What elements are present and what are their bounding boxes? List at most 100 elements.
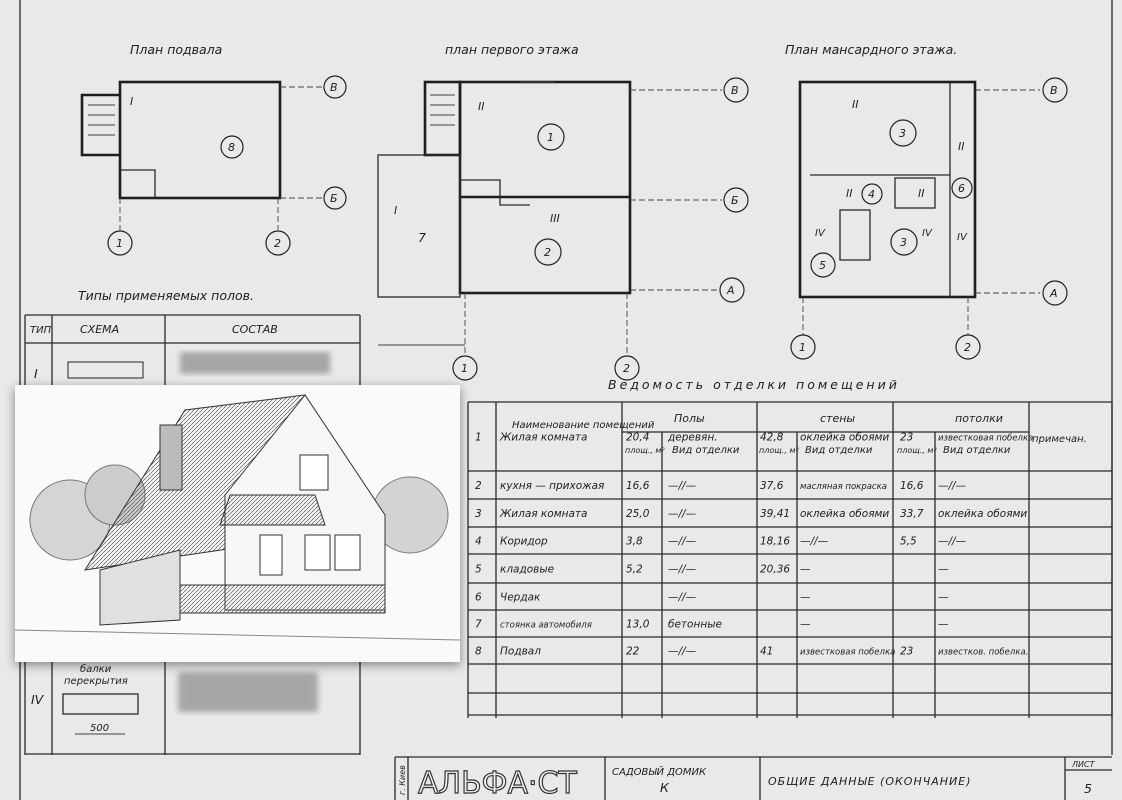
sheet-number: 5 (1084, 781, 1092, 796)
sheet-label: ЛИСТ (1071, 760, 1096, 769)
schema-label: перекрытия (64, 676, 128, 687)
axis-label: В (1050, 84, 1058, 97)
section-mark: II (846, 187, 853, 200)
blurred-text (178, 672, 318, 712)
dimension-label: 500 (90, 723, 109, 734)
axis-label: Б (731, 194, 739, 207)
cell-wall-area: 39,41 (760, 508, 790, 520)
cell-ceil-area: 5,5 (900, 536, 917, 548)
city-label: г. Киев (398, 765, 407, 795)
beam-schema (62, 693, 139, 715)
room-number: 2 (544, 246, 551, 259)
window (299, 454, 329, 491)
logo: АЛЬФА·СТ (418, 766, 577, 800)
cell-name: Чердак (500, 592, 541, 604)
section-mark: II (958, 140, 965, 153)
floor-schema-hatch (67, 361, 144, 379)
section-mark: IV (957, 232, 968, 243)
axis-label: А (1049, 287, 1058, 300)
room-number: 5 (819, 259, 826, 272)
cell-ceil-finish: — (938, 564, 949, 576)
section-mark: II (478, 100, 485, 113)
cell-wall-area: 41 (760, 646, 773, 658)
cell-n: 6 (475, 592, 482, 604)
cell-floor-area: 25,0 (626, 508, 650, 520)
cell-name: Жилая комната (499, 508, 587, 520)
basement-plan-title: План подвала (130, 42, 222, 57)
cell-name: Подвал (500, 646, 541, 658)
cell-n: 3 (475, 508, 482, 520)
chimney (159, 424, 183, 491)
axis-label: А (726, 284, 735, 297)
cell-floor-finish: —//— (668, 508, 697, 520)
section-mark: II (918, 187, 925, 200)
cell-n: 7 (475, 619, 482, 631)
cell-wall-finish: оклейка обоями (800, 508, 889, 520)
axis-label: 1 (461, 362, 468, 375)
axis-label: 1 (799, 341, 806, 354)
basement-plan: План подвала I 8 В Б 1 2 (80, 42, 347, 256)
house-perspective-illustration (15, 385, 460, 662)
house-sketch (15, 394, 460, 641)
first-floor-plan: план первого этажа II III I 1 2 7 В Б А … (377, 42, 749, 381)
cell-ceil-area: 23 (900, 646, 913, 658)
attic-plan: План мансардного этажа. II II II II IV I… (785, 42, 1068, 360)
cell-ceil-finish: — (938, 619, 949, 631)
room-number: 3 (900, 236, 907, 249)
cell-floor-finish: —//— (668, 646, 697, 658)
room-number: 3 (899, 127, 906, 140)
section-mark: III (550, 212, 560, 225)
col-header-schema: СХЕМА (80, 323, 119, 336)
cell-n: 2 (475, 480, 482, 492)
room-number: 4 (868, 188, 875, 201)
door (259, 534, 283, 576)
cell-floor-area: 13,0 (626, 619, 650, 631)
cell-wall-finish: — (800, 619, 811, 631)
ground-line (15, 629, 460, 641)
first-floor-plan-title: план первого этажа (445, 42, 579, 57)
foundation (179, 584, 386, 614)
col-header-composition: СОСТАВ (232, 323, 278, 336)
cell-floor-area: 20,4 (626, 432, 649, 444)
floor-type-label: IV (31, 692, 45, 707)
cell-floor-finish: —//— (668, 480, 697, 492)
col-subheader-finish: Вид отделки (805, 445, 873, 456)
col-header-walls: стены (820, 412, 855, 425)
cell-ceil-area: 23 (900, 432, 913, 444)
col-subheader-area: площ., м² (625, 446, 665, 455)
cell-ceil-finish: —//— (938, 536, 967, 548)
carport (99, 549, 181, 626)
section-mark: IV (922, 228, 933, 239)
cell-wall-area: 37,6 (760, 480, 784, 492)
section-mark: I (394, 204, 397, 217)
room-number: 7 (418, 230, 426, 245)
room-number: 8 (228, 141, 235, 154)
axis-label: В (330, 81, 338, 94)
cell-floor-finish: бетонные (668, 619, 722, 631)
axis-label: 1 (116, 237, 123, 250)
project-name: САДОВЫЙ ДОМИК (612, 765, 707, 778)
axis-label: В (731, 84, 739, 97)
cell-name: кухня — прихожая (500, 480, 604, 492)
cell-wall-finish: оклейка обоями (800, 432, 889, 444)
cell-wall-finish: известковая побелка (800, 648, 895, 658)
cell-ceil-finish: —//— (938, 480, 967, 492)
cell-ceil-finish: — (938, 592, 949, 604)
axis-label: 2 (964, 341, 971, 354)
cell-ceil-finish: известковая побелка (938, 434, 1033, 444)
cell-name: Жилая комната (499, 432, 587, 444)
cell-ceil-area: 33,7 (900, 508, 924, 520)
table-row: 3 Жилая комната 25,0 —//— 39,41 оклейка обоям… (475, 508, 1027, 520)
window (304, 534, 331, 571)
room-number: 1 (547, 131, 554, 144)
cell-wall-finish: —//— (800, 536, 829, 548)
cell-wall-finish: — (800, 592, 811, 604)
col-header-type: ТИП (30, 325, 52, 336)
cell-ceil-finish: оклейка обоями (938, 508, 1027, 520)
porch-roof (219, 494, 326, 526)
col-subheader-finish: Вид отделки (943, 445, 1011, 456)
